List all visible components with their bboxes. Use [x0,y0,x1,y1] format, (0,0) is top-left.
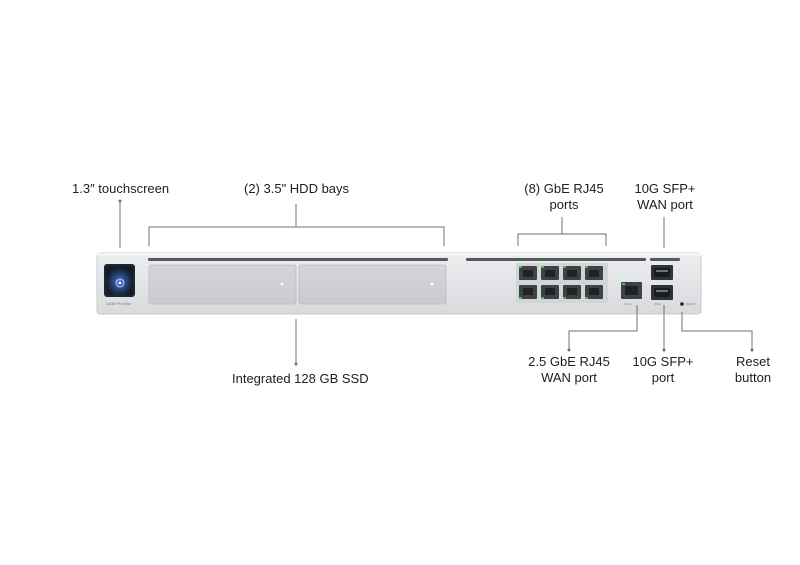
leader-dots [118,199,754,366]
touchscreen[interactable] [104,264,135,297]
gbe-ports-label: (8) GbE RJ45 ports [524,181,604,212]
wan-port-text-2: WAN [654,302,661,306]
gbe-port-1[interactable] [519,266,537,280]
reset-label: Reset button [734,354,772,385]
hdd-bay-2[interactable] [298,264,447,305]
hdd-bay-1[interactable] [148,264,297,305]
sfp-wan-label: 10G SFP+ WAN port [634,181,696,212]
ssd-label: Integrated 128 GB SSD [232,371,369,386]
sfp-port-label: 10G SFP+ port [632,354,694,385]
gbe-port-3[interactable] [563,266,581,280]
leader-lines [119,201,753,364]
gbe-port-block [516,263,608,303]
gbe-port-2[interactable] [541,266,559,280]
wan-port-text-1: WAN [624,302,631,306]
gbe-port-5[interactable] [519,285,537,299]
wan-25-port[interactable] [621,282,642,299]
wan-25-label: 2.5 GbE RJ45 WAN port [528,354,610,385]
touchscreen-label: 1.3″ touchscreen [72,181,170,196]
sfp-wan-port[interactable] [651,265,673,280]
gbe-port-6[interactable] [541,285,559,299]
sfp-port[interactable] [651,285,673,300]
hdd-bays-label: (2) 3.5" HDD bays [244,181,350,196]
device-brand-text: UDM Pro Max [106,301,132,306]
gbe-port-7[interactable] [563,285,581,299]
gbe-port-4[interactable] [585,266,603,280]
gbe-port-8[interactable] [585,285,603,299]
reset-button[interactable] [680,302,684,306]
link-led-group [519,266,588,299]
reset-text: RESET [686,302,697,306]
